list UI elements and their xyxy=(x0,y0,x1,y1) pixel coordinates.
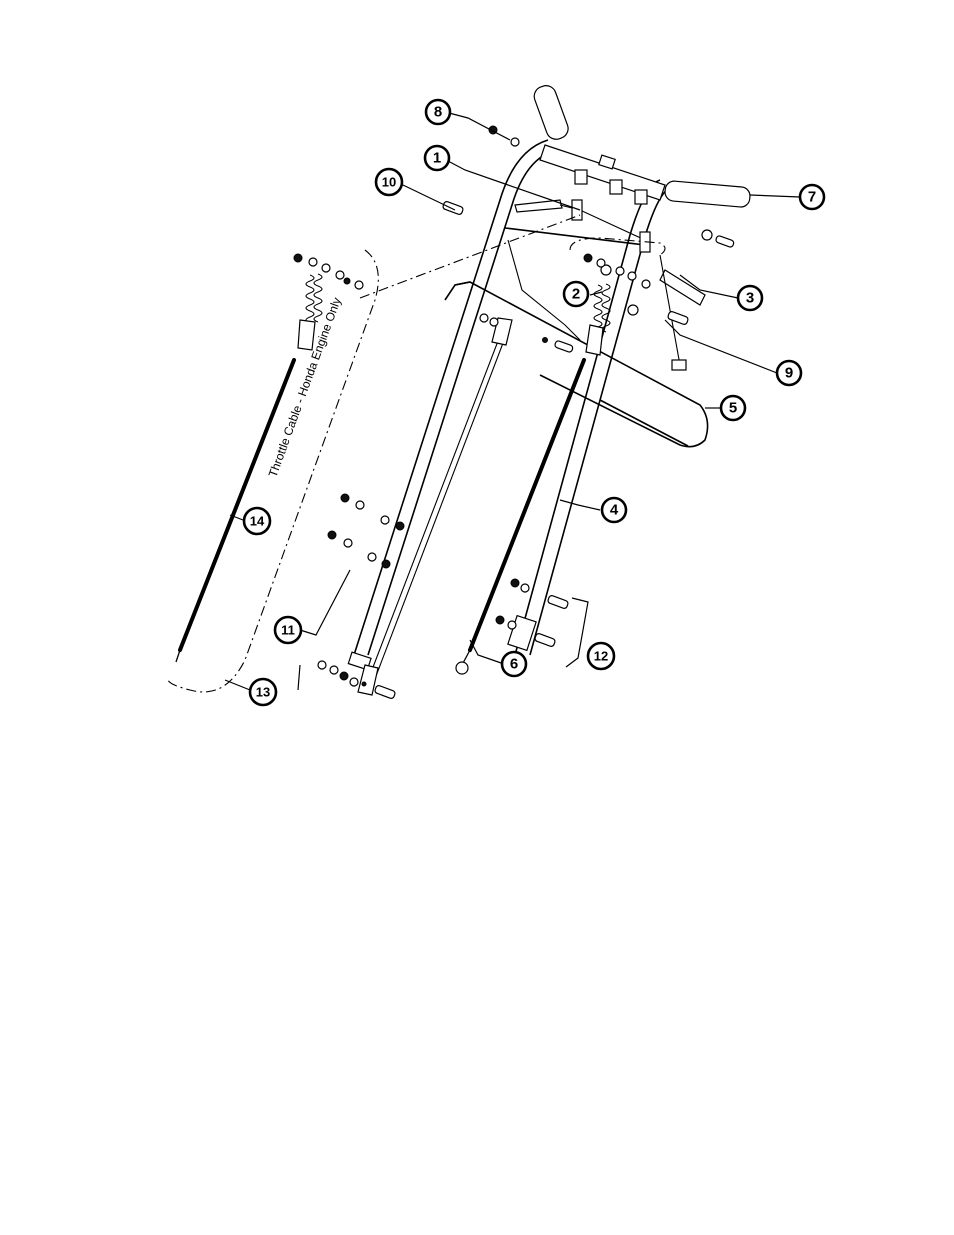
right-grip xyxy=(664,180,750,207)
control-panel xyxy=(540,145,665,204)
group-bracket-12 xyxy=(566,598,588,667)
svg-text:1: 1 xyxy=(433,150,441,167)
callout-10: 10 xyxy=(376,169,402,195)
svg-text:6: 6 xyxy=(510,656,518,673)
throttle-cable-assembly xyxy=(176,274,322,662)
handle-frame xyxy=(348,140,672,670)
svg-text:11: 11 xyxy=(281,623,295,638)
callout-13: 13 xyxy=(250,679,276,705)
callout-6: 6 xyxy=(502,652,526,676)
callout-2: 2 xyxy=(564,282,588,306)
callout-3: 3 xyxy=(738,286,762,310)
svg-text:10: 10 xyxy=(382,175,396,190)
svg-text:2: 2 xyxy=(572,286,580,303)
upper-grip xyxy=(531,83,570,142)
svg-text:9: 9 xyxy=(785,365,793,382)
hardware xyxy=(294,126,734,699)
callout-1: 1 xyxy=(425,146,449,170)
svg-text:12: 12 xyxy=(594,649,608,664)
callout-11: 11 xyxy=(275,617,301,643)
callout-5: 5 xyxy=(721,396,745,420)
svg-text:4: 4 xyxy=(610,502,619,519)
callout-12: 12 xyxy=(588,643,614,669)
svg-text:14: 14 xyxy=(250,514,265,529)
svg-text:5: 5 xyxy=(729,400,737,417)
callout-9: 9 xyxy=(777,361,801,385)
drive-lever xyxy=(660,270,705,305)
svg-text:13: 13 xyxy=(256,685,270,700)
callout-14: 14 xyxy=(244,508,270,534)
svg-text:3: 3 xyxy=(746,290,754,307)
control-rod xyxy=(358,318,512,695)
svg-text:8: 8 xyxy=(434,104,442,121)
reference-line xyxy=(570,238,665,255)
callout-8: 8 xyxy=(426,100,450,124)
reference-line xyxy=(360,215,580,298)
control-lever xyxy=(515,200,650,252)
callout-7: 7 xyxy=(800,185,824,209)
callout-4: 4 xyxy=(602,498,626,522)
svg-text:7: 7 xyxy=(808,189,816,206)
